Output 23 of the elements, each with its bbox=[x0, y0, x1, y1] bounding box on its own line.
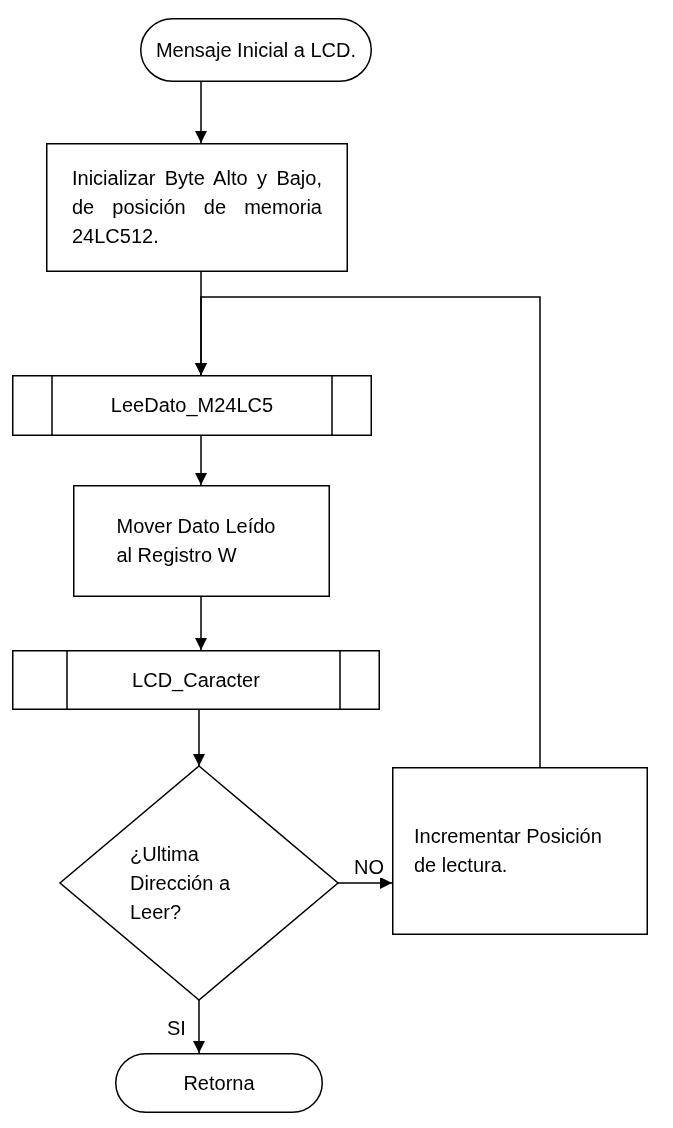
node-text: Mensaje Inicial a LCD. bbox=[155, 37, 357, 63]
node-text: Incrementar Posición de lectura. bbox=[414, 824, 603, 878]
node-text: Mover Dato Leído al Registro W bbox=[116, 514, 277, 568]
terminal-shape bbox=[115, 1053, 323, 1113]
node-text: LCD_Caracter bbox=[132, 667, 260, 694]
subroutine-box bbox=[12, 375, 372, 436]
terminal-shape bbox=[140, 18, 372, 82]
process-box bbox=[392, 767, 648, 935]
node-text: ¿Ultima Dirección a Leer? bbox=[130, 841, 232, 925]
node-text: Inicializar Byte Alto y Bajo, de posición de memoria 24LC512. bbox=[72, 166, 322, 249]
arrow bbox=[193, 999, 205, 1054]
arrow bbox=[193, 709, 205, 767]
arrow bbox=[195, 296, 541, 768]
arrow bbox=[195, 435, 207, 486]
arrow bbox=[337, 877, 393, 889]
process-box bbox=[46, 143, 348, 272]
arrow bbox=[195, 596, 207, 651]
arrow bbox=[195, 81, 207, 144]
process-box bbox=[73, 485, 330, 597]
node-text: LeeDato_M24LC5 bbox=[110, 393, 274, 419]
decision-diamond bbox=[60, 766, 338, 1000]
node-text: Retorna bbox=[183, 1070, 255, 1096]
subroutine-box bbox=[12, 650, 380, 710]
